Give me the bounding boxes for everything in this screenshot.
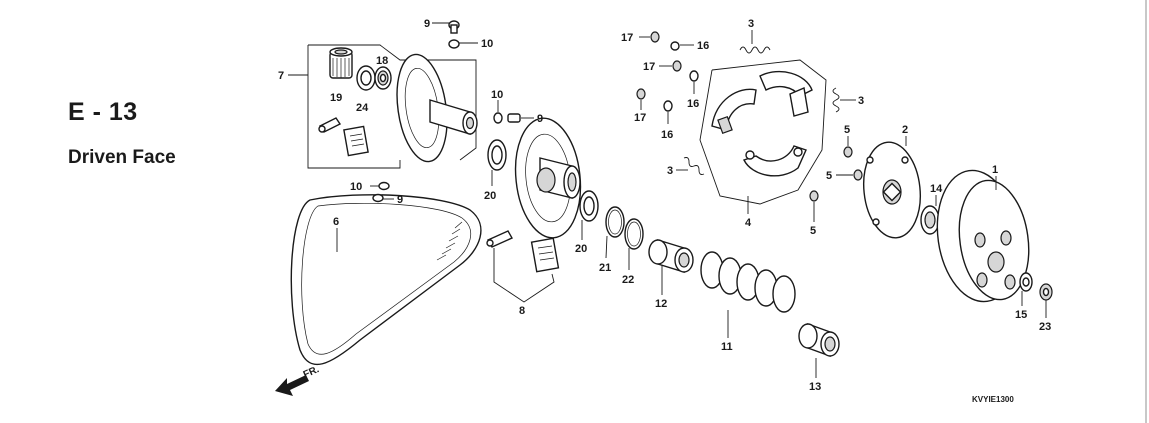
callout-3-right: 3 <box>858 95 864 107</box>
part-13-spring-collar <box>798 323 840 378</box>
callout-10-lower: 10 <box>350 181 362 193</box>
callout-12: 12 <box>655 298 667 310</box>
part-11-driven-spring <box>700 251 796 338</box>
clutch-shoe-left <box>711 88 757 135</box>
part-16-washer-b <box>689 70 699 94</box>
callout-24: 24 <box>356 102 369 114</box>
callout-5-middle: 5 <box>826 170 832 182</box>
guide-pin-and-label <box>318 117 369 157</box>
callout-17-c: 17 <box>634 112 646 124</box>
part-5-nut-lower <box>809 190 819 222</box>
callout-5-lower: 5 <box>810 225 816 237</box>
part-8-guide-pin-set <box>486 230 560 303</box>
part-17-clip-a <box>639 31 660 43</box>
section-title: Driven Face <box>68 147 176 168</box>
callout-2: 2 <box>902 124 908 136</box>
section-code: E - 13 <box>68 98 138 126</box>
callout-22: 22 <box>622 274 634 286</box>
part-17-clip-b <box>659 60 682 72</box>
callout-8: 8 <box>519 305 525 317</box>
part-16-washer-a <box>670 41 694 51</box>
part-7-driven-face <box>396 53 478 163</box>
callout-21: 21 <box>599 262 611 274</box>
part-3-clutch-spring-lower <box>676 157 705 175</box>
part-14-special-nut <box>920 195 940 235</box>
part-9-10-middle-fastener <box>493 100 534 124</box>
part-17-clip-c <box>636 88 646 110</box>
front-direction-arrow <box>275 375 309 396</box>
callout-9-middle: 9 <box>537 113 543 125</box>
callout-13: 13 <box>809 381 821 393</box>
part-6-drive-belt <box>290 194 482 366</box>
part-5-nut-upper <box>843 136 853 158</box>
part-5-nut-middle <box>836 169 863 181</box>
callout-18: 18 <box>376 55 388 67</box>
callout-16-b: 16 <box>687 98 699 110</box>
assembly-box-7 <box>288 44 477 169</box>
callout-9-lower: 9 <box>397 194 403 206</box>
movable-driven-face <box>514 117 582 239</box>
part-1-clutch-outer <box>936 169 1030 303</box>
part-23-nut <box>1039 283 1053 318</box>
right-edge-divider <box>1145 0 1147 423</box>
front-direction-label: FR. <box>302 364 321 381</box>
callout-1: 1 <box>992 164 998 176</box>
callout-10-middle: 10 <box>491 89 503 101</box>
callout-10-top: 10 <box>481 38 493 50</box>
callout-3-top: 3 <box>748 18 754 30</box>
exploded-parts-diagram: 9 10 17 16 3 7 18 19 24 17 16 17 16 10 9… <box>275 18 1053 404</box>
part-9-10-lower-fastener <box>370 181 394 203</box>
part-16-washer-c <box>663 100 673 124</box>
callout-11: 11 <box>721 341 733 353</box>
part-15-washer <box>1019 272 1033 306</box>
callout-20-lower: 20 <box>575 243 587 255</box>
callout-17-a: 17 <box>621 32 633 44</box>
part-21-o-ring <box>605 206 625 259</box>
callout-15: 15 <box>1015 309 1027 321</box>
callout-3-lower: 3 <box>667 165 673 177</box>
part-3-clutch-spring-top <box>739 30 771 54</box>
clutch-shoe-assembly-box-4 <box>699 59 827 214</box>
clutch-shoe-upper <box>759 70 813 117</box>
callout-16-a: 16 <box>697 40 709 52</box>
part-18-ball-bearing <box>374 66 392 90</box>
callout-14: 14 <box>930 183 943 195</box>
callout-20-upper: 20 <box>484 190 496 202</box>
callout-17-b: 17 <box>643 61 655 73</box>
part-20-oil-seal-upper <box>487 139 507 186</box>
part-2-drive-plate <box>863 136 921 239</box>
part-12-seal-collar <box>648 239 694 295</box>
part-9-10-top-fastener <box>432 20 478 49</box>
part-3-clutch-spring-right <box>832 87 856 113</box>
part-20-oil-seal-lower <box>579 190 599 240</box>
callout-19: 19 <box>330 92 342 104</box>
part-19-needle-bearing <box>329 47 353 79</box>
callout-23: 23 <box>1039 321 1051 333</box>
clutch-shoe-lower <box>743 145 807 177</box>
callout-7: 7 <box>278 70 284 82</box>
drawing-code: KVYIE1300 <box>972 395 1014 404</box>
part-22-o-ring <box>624 218 644 270</box>
callout-6: 6 <box>333 216 339 228</box>
callout-5-upper: 5 <box>844 124 850 136</box>
callout-4: 4 <box>745 217 752 229</box>
part-24-oil-seal <box>356 65 376 91</box>
callout-9-top: 9 <box>424 18 430 30</box>
callout-16-c: 16 <box>661 129 673 141</box>
